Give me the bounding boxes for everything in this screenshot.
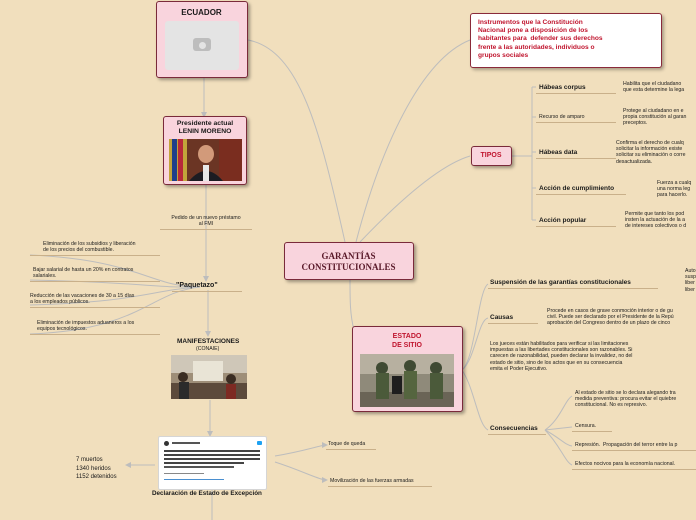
causas-desc-1: Procede en casos de grave conmoción inte… — [547, 308, 674, 327]
central-node[interactable]: GARANTÍAS CONSTITUCIONALES — [284, 242, 414, 280]
protest-photo — [171, 355, 247, 399]
movilizacion-text: Movilización de las fuerzas armadas — [330, 478, 414, 484]
president-node[interactable]: Presidente actual LENIN MORENO — [163, 116, 247, 185]
causas-label: Causas — [490, 314, 514, 321]
imf-loan-text: Pedido de un nuevo préstamo al FMI — [171, 215, 241, 228]
ecuador-node[interactable]: ECUADOR — [156, 1, 248, 78]
suspension-desc: Auto susp liber liber — [685, 268, 696, 293]
instrumentos-text: Instrumentos que la Constitución Naciona… — [478, 19, 603, 59]
consecuencia-4: Efectos nocivos para la economía naciona… — [575, 461, 676, 467]
tipo-recurso-amparo-desc: Protege al ciudadano en e propia constit… — [623, 108, 687, 127]
ecuador-title: ECUADOR — [181, 8, 222, 17]
consecuencia-2: Censura. — [575, 423, 597, 429]
tipo-accion-popular-desc: Permite que tanto los pod insten la actu… — [625, 211, 687, 230]
tipos-node[interactable]: TIPOS — [471, 146, 512, 166]
consecuencia-1: Al estado de sitio se lo declara alegand… — [575, 390, 677, 409]
manifestaciones-title: MANIFESTACIONES — [177, 338, 240, 345]
tipo-accion-cumplimiento: Acción de cumplimiento — [539, 185, 615, 192]
casualty-stats: 7 muertos 1340 heridos 1152 detenidos — [76, 457, 117, 480]
estado-de-sitio-node[interactable]: ESTADO DE SITIO — [352, 326, 463, 412]
paquetazo-item-2: Bajar salarial de hasta un 20% en contra… — [33, 267, 134, 280]
paquetazo-item-3: Reducción de las vacaciones de 30 a 15 d… — [30, 293, 135, 306]
central-title: GARANTÍAS CONSTITUCIONALES — [301, 251, 396, 272]
tipo-habeas-corpus-desc: Habilita que el ciudadano que esta deter… — [623, 81, 685, 94]
tipo-habeas-data-desc: Confirma el derecho de cualq solicitar l… — [616, 140, 686, 165]
estado-de-sitio-title: ESTADO DE SITIO — [392, 333, 422, 349]
tipo-accion-cumplimiento-desc: Fuerza a cualq una norma leg para hacerl… — [657, 180, 692, 199]
causas-desc-2: Los jueces están habilitados para verifi… — [490, 341, 633, 372]
manifestaciones-subtitle: (CONAIE) — [196, 346, 220, 352]
tipo-recurso-amparo: Recurso de amparo — [539, 114, 585, 120]
paquetazo-title: "Paquetazo" — [176, 282, 218, 289]
tweet-card[interactable] — [158, 436, 267, 490]
image-placeholder — [165, 21, 239, 70]
instrumentos-box[interactable]: Instrumentos que la Constitución Naciona… — [470, 13, 662, 68]
consecuencia-3: Represión. Propagación del terror entre … — [575, 442, 678, 448]
tweet-caption: Declaración de Estado de Excepción — [152, 490, 262, 497]
tipos-label: TIPOS — [480, 152, 502, 159]
paquetazo-item-1: Eliminación de los subsidios y liberació… — [43, 241, 136, 254]
tipo-accion-popular: Acción popular — [539, 217, 587, 224]
president-photo — [169, 139, 242, 181]
paquetazo-item-4: Eliminación de impuestos aduaneros a los… — [37, 320, 135, 333]
tipo-habeas-data: Hábeas data — [539, 149, 578, 156]
soldiers-photo — [360, 354, 454, 407]
camera-icon — [193, 38, 211, 51]
consecuencias-label: Consecuencias — [490, 425, 538, 432]
president-title: Presidente actual LENIN MORENO — [176, 120, 234, 135]
tipo-habeas-corpus: Hábeas corpus — [539, 84, 586, 91]
suspension-label: Suspensión de las garantías constitucion… — [490, 279, 631, 286]
toque-de-queda-text: Toque de queda — [328, 441, 366, 447]
